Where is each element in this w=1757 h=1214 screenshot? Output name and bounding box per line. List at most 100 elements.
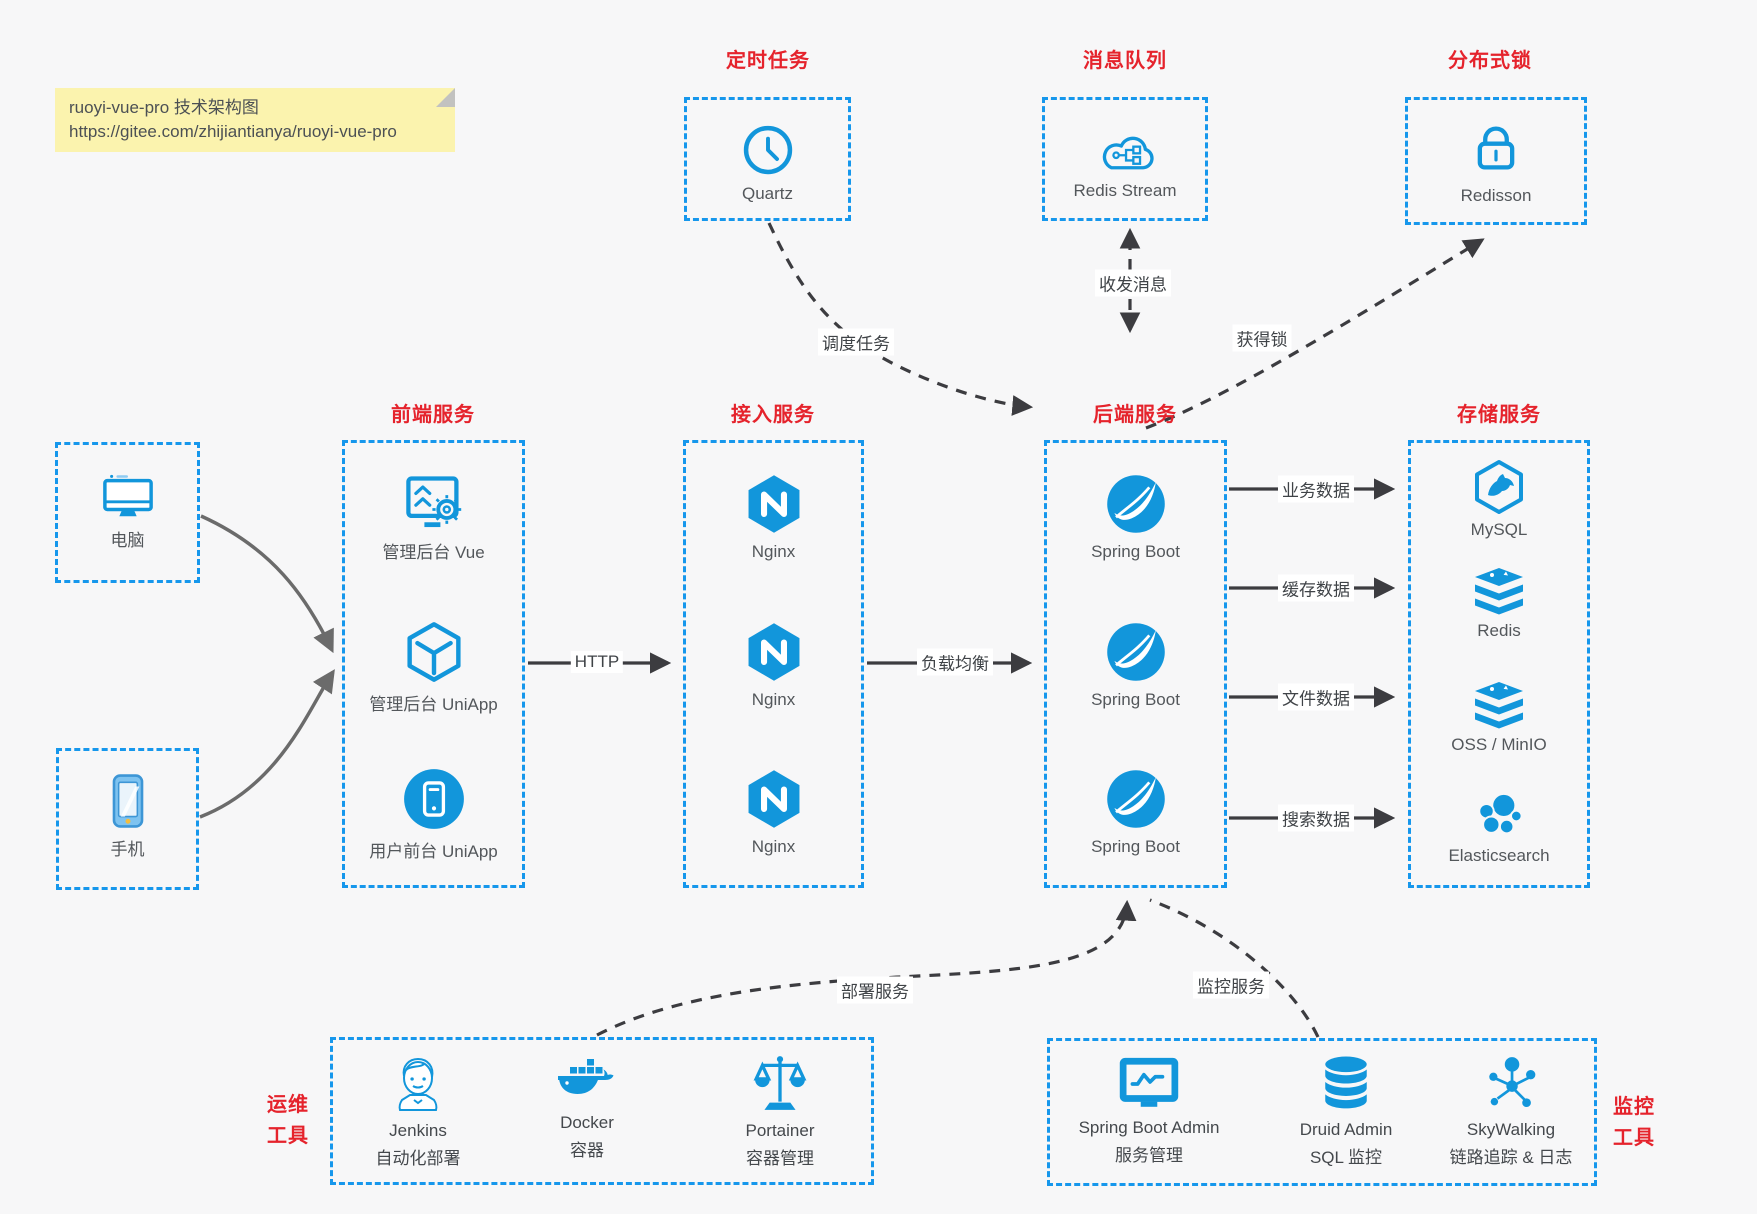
lock-box: Redisson [1405, 97, 1587, 225]
node-druid-admin: Druid Admin SQL 监控 [1251, 1055, 1441, 1168]
node-oss-minio: OSS / MinIO [1411, 680, 1587, 755]
node-admin-vue: 管理后台 Vue [345, 473, 522, 563]
client-phone-box: 手机 [56, 748, 199, 890]
note-url: https://gitee.com/zhijiantianya/ruoyi-vu… [69, 122, 397, 141]
node-label: Quartz [741, 184, 794, 203]
node-label: Nginx [751, 837, 796, 856]
uniapp-user-icon [403, 769, 464, 829]
client-pc-box: 电脑 [55, 442, 200, 583]
node-label: Redisson [1460, 186, 1532, 205]
devops-group-title: 运维 工具 [267, 1094, 309, 1147]
node-desc: 容器 [570, 1141, 604, 1160]
edge-pc-to-frontend [200, 514, 334, 654]
gateway-group-title: 接入服务 [731, 404, 815, 426]
node-spring-boot-admin: Spring Boot Admin 服务管理 [1054, 1057, 1244, 1166]
node-spring-boot-2: Spring Boot [1047, 621, 1224, 710]
redis-icon [1475, 568, 1523, 615]
node-desc: SQL 监控 [1309, 1148, 1383, 1167]
node-label: 电脑 [110, 531, 145, 550]
node-label: 手机 [110, 840, 145, 859]
nginx-icon [748, 623, 799, 681]
edge-label-load-balance: 负载均衡 [917, 648, 993, 676]
skywalking-topology-icon [1489, 1057, 1536, 1108]
scheduler-box: Quartz [684, 97, 851, 221]
node-label: Redis Stream [1073, 181, 1177, 200]
node-mysql: MySQL [1411, 459, 1587, 540]
mq-group-title: 消息队列 [1083, 50, 1167, 72]
edge-label-business-data: 业务数据 [1278, 475, 1354, 503]
portainer-scales-icon [753, 1056, 807, 1110]
node-admin-uniapp: 管理后台 UniApp [345, 621, 522, 715]
node-label: Redis [1477, 621, 1521, 640]
node-nginx-2: Nginx [686, 621, 861, 710]
scheduler-group-title: 定时任务 [726, 50, 810, 72]
node-label: MySQL [1470, 520, 1528, 539]
oss-minio-icon [1475, 682, 1523, 729]
edge-phone-to-frontend [199, 669, 335, 819]
node-name: Spring Boot Admin [1078, 1118, 1220, 1137]
edge-label-acquire-lock: 获得锁 [1232, 324, 1292, 352]
clock-icon [743, 125, 792, 175]
node-label: Nginx [751, 542, 796, 561]
mysql-icon [1475, 460, 1523, 514]
uniapp-cube-icon [406, 622, 461, 682]
node-label: 管理后台 Vue [382, 543, 485, 562]
jenkins-icon [398, 1057, 438, 1111]
node-quartz: Quartz [687, 123, 848, 204]
node-redis: Redis [1411, 566, 1587, 641]
edge-label-search-data: 搜索数据 [1278, 804, 1354, 832]
node-docker: Docker 容器 [502, 1056, 672, 1161]
edge-label-http: HTTP [570, 651, 624, 673]
node-skywalking: SkyWalking 链路追踪 & 日志 [1422, 1055, 1600, 1168]
node-phone: 手机 [59, 774, 196, 860]
storage-box: MySQL Redis [1408, 440, 1590, 888]
node-spring-boot-1: Spring Boot [1047, 473, 1224, 562]
monitoring-group-title: 监控 工具 [1613, 1096, 1655, 1149]
frontend-group-title: 前端服务 [391, 404, 475, 426]
docker-whale-icon [558, 1059, 614, 1094]
edge-label-monitor: 监控服务 [1193, 971, 1269, 999]
node-desc: 服务管理 [1115, 1146, 1183, 1165]
node-spring-boot-3: Spring Boot [1047, 768, 1224, 857]
node-label: OSS / MinIO [1451, 735, 1547, 754]
edge-label-deploy: 部署服务 [837, 976, 913, 1004]
node-nginx-1: Nginx [686, 473, 861, 562]
node-label: 管理后台 UniApp [369, 695, 498, 714]
edge-acquire-lock [1145, 238, 1485, 430]
edge-label-messaging: 收发消息 [1095, 269, 1171, 297]
lock-group-title: 分布式锁 [1448, 50, 1532, 72]
nginx-icon [748, 770, 799, 828]
node-elasticsearch: Elasticsearch [1411, 791, 1587, 866]
mq-box: Redis Stream [1042, 97, 1208, 221]
backend-box: Spring Boot Spring Boot Spring Boot [1044, 440, 1227, 888]
note-title: ruoyi-vue-pro 技术架构图 [69, 98, 259, 117]
smartphone-icon [112, 774, 143, 828]
node-desc: 容器管理 [746, 1149, 814, 1168]
edge-monitor [1149, 898, 1320, 1038]
edge-deploy [596, 899, 1137, 1037]
node-label: 用户前台 UniApp [369, 842, 498, 861]
edge-schedule [767, 222, 1034, 416]
node-portainer: Portainer 容器管理 [695, 1054, 865, 1169]
node-nginx-3: Nginx [686, 768, 861, 857]
redis-stream-cloud-icon [1102, 136, 1154, 170]
node-name: Portainer [745, 1121, 815, 1140]
note-fold-corner [436, 88, 455, 107]
edge-label-cache-data: 缓存数据 [1278, 574, 1354, 602]
node-name: Druid Admin [1299, 1120, 1393, 1139]
monitor-gear-icon [405, 476, 461, 528]
node-name: Docker [560, 1113, 614, 1132]
node-name: Jenkins [389, 1121, 447, 1140]
elasticsearch-icon [1478, 792, 1523, 835]
node-pc: 电脑 [58, 473, 197, 551]
node-label: Nginx [751, 690, 796, 709]
spring-boot-icon [1106, 623, 1165, 681]
backend-group-title: 后端服务 [1093, 404, 1177, 426]
gateway-box: Nginx Nginx Nginx [683, 440, 864, 888]
storage-group-title: 存储服务 [1457, 404, 1541, 426]
node-label: Elasticsearch [1448, 846, 1550, 865]
node-redisson: Redisson [1408, 120, 1584, 206]
sticky-note: ruoyi-vue-pro 技术架构图 https://gitee.com/zh… [55, 88, 455, 152]
node-user-uniapp: 用户前台 UniApp [345, 768, 522, 862]
